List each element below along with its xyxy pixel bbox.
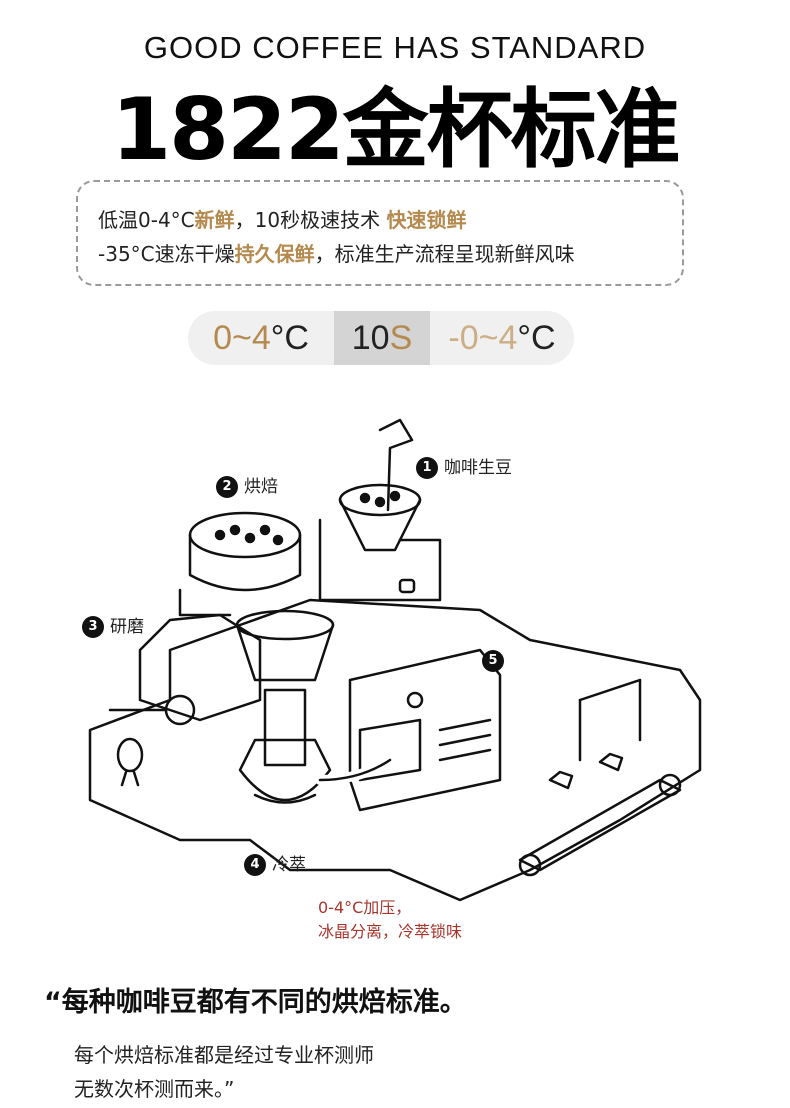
- info-line-2: -35°C速冻干燥持久保鲜，标准生产流程呈现新鲜风味: [98, 238, 575, 267]
- note-line: 0-4°C加压，: [318, 898, 412, 917]
- process-note: 0-4°C加压， 冰晶分离，冷萃锁味: [318, 896, 462, 944]
- step-five: 5: [482, 650, 510, 672]
- pill-value: 10: [351, 319, 390, 357]
- quote-line: 每个烘焙标准都是经过专业杯测师: [74, 1043, 374, 1067]
- roaster-machine: [178, 511, 302, 617]
- platform-outline: [88, 598, 702, 902]
- quote-title: “每种咖啡豆都有不同的烘焙标准。: [44, 987, 467, 1018]
- pill-unit: °C: [517, 319, 556, 357]
- bean-mascot: [116, 737, 144, 787]
- page-title: 1822金杯标准: [111, 80, 680, 180]
- info-highlight: 持久保鲜: [234, 242, 315, 266]
- cold-brew-tower: [235, 609, 335, 804]
- step-cold-brew: 4 冷萃: [244, 850, 306, 876]
- step-label: 咖啡生豆: [444, 458, 512, 478]
- step-roasting: 2 烘焙: [216, 472, 278, 498]
- step-number-badge: 1: [416, 457, 438, 479]
- info-text: ，标准生产流程呈现新鲜风味: [314, 242, 575, 266]
- note-line: 冰晶分离，冷萃锁味: [318, 922, 463, 941]
- pill-segment-cold: 0~4°C: [188, 311, 334, 365]
- step-number-badge: 3: [82, 616, 104, 638]
- quote-body: 每个烘焙标准都是经过专业杯测师 无数次杯测而来。”: [74, 1038, 374, 1106]
- bean-hopper: [318, 418, 442, 602]
- step-number-badge: 5: [482, 650, 504, 672]
- step-raw-beans: 1 咖啡生豆: [416, 453, 512, 479]
- info-box: 低温0-4°C新鲜，10秒极速技术 快速锁鲜 -35°C速冻干燥持久保鲜，标准生…: [76, 180, 684, 286]
- step-grinding: 3 研磨: [82, 612, 144, 638]
- coffee-process-illustration: [88, 418, 702, 902]
- grinder-box: [108, 613, 262, 726]
- page-subtitle: GOOD COFFEE HAS STANDARD: [143, 30, 647, 65]
- info-text: 低温0-4°C: [98, 208, 195, 232]
- step-label: 冷萃: [272, 855, 306, 875]
- pill-value: -0~4: [448, 319, 518, 357]
- info-line-1: 低温0-4°C新鲜，10秒极速技术 快速锁鲜: [98, 204, 466, 233]
- temperature-pill: 0~4°C 10S -0~4°C: [188, 311, 574, 365]
- conveyor-belt: [518, 678, 682, 877]
- info-text: -35°C速冻干燥: [98, 242, 235, 266]
- pill-unit: °C: [270, 319, 309, 357]
- pill-segment-time: 10S: [334, 311, 430, 365]
- step-number-badge: 4: [244, 854, 266, 876]
- step-label: 研磨: [110, 617, 144, 637]
- step-number-badge: 2: [216, 476, 238, 498]
- quote-line: 无数次杯测而来。”: [74, 1077, 235, 1101]
- info-text: ，10秒极速技术: [234, 208, 387, 232]
- pill-value: 0~4: [213, 319, 271, 357]
- pill-segment-freeze: -0~4°C: [430, 311, 574, 365]
- step-label: 烘焙: [244, 477, 278, 497]
- info-highlight: 快速锁鲜: [386, 208, 467, 232]
- info-highlight: 新鲜: [194, 208, 235, 232]
- pipe: [318, 758, 392, 782]
- processing-machine: [348, 648, 502, 812]
- pill-unit: S: [389, 319, 413, 357]
